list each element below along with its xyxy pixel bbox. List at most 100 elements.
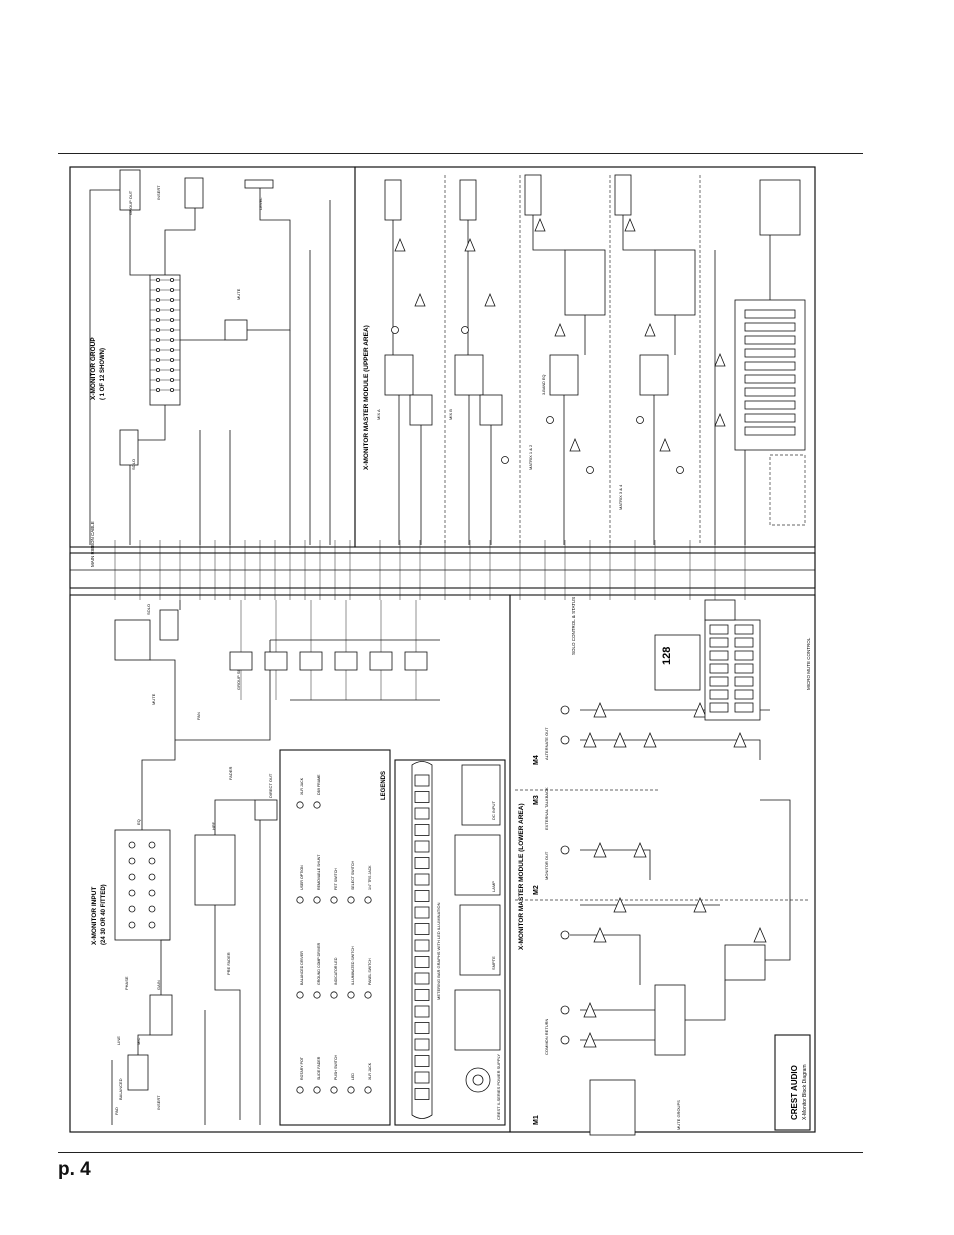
amp-triangle-icon: [583, 1001, 597, 1018]
lower-amplifiers: [560, 701, 767, 1048]
input-gain-label: GAIN: [156, 980, 161, 990]
master-upper-frame: [354, 166, 816, 548]
matrix-source-cells: [744, 309, 796, 436]
matrix34-eq-block: [639, 354, 669, 396]
amp-triangle-icon: [583, 1031, 597, 1048]
input-eq-knobs: [128, 841, 156, 929]
meter-segment: [414, 824, 430, 836]
group-insert-jack: [184, 177, 204, 209]
eq-knob-icon: [148, 889, 156, 897]
brand-logo: CREST AUDIO: [790, 1065, 799, 1120]
eq-knob-icon: [128, 857, 136, 865]
master-lower-frame: [509, 594, 816, 1133]
input-eq-label: EQ: [136, 819, 141, 825]
amp-triangle-icon: [633, 841, 647, 858]
legend-symbol-icon: [313, 1086, 321, 1094]
group-sends-label: GROUP SENDS: [236, 660, 241, 690]
group-level-label: LEVEL: [258, 197, 263, 210]
eq-knob-icon: [128, 921, 136, 929]
ribbon-bus-frame: [69, 552, 816, 589]
input-mute-control: [159, 609, 179, 641]
dc-input-block: [461, 764, 501, 826]
ribbon-bus-label: MAIN RIBBON CABLE: [90, 521, 95, 567]
matrix34-controller: [654, 249, 696, 316]
legend-symbol-icon: [313, 801, 321, 809]
mute-group-button: [709, 689, 729, 700]
input-fader-label: FADER: [228, 767, 233, 780]
ladder-node-icon: [155, 317, 160, 322]
amp-triangle-icon: [714, 412, 726, 427]
ladder-node-icon: [169, 327, 174, 332]
ladder-node-icon: [155, 327, 160, 332]
ladder-node-icon: [169, 307, 174, 312]
mute-group-button: [709, 702, 729, 713]
matrix34-xlr: [614, 174, 632, 216]
legend-item-label: INDICATOR LED: [334, 957, 338, 985]
ladder-node-icon: [169, 377, 174, 382]
mute-group-button: [734, 702, 754, 713]
legend-symbol-icon: [313, 896, 321, 904]
amp-triangle-icon: [534, 217, 546, 232]
legend-item-label: USER OPTION: [300, 865, 304, 890]
meter-power-frame: [394, 759, 506, 1126]
mute-group-button: [709, 663, 729, 674]
solo-controller-block: [654, 984, 686, 1056]
mute-button-grid: [709, 624, 754, 713]
legend-symbol-icon: [296, 1086, 304, 1094]
legend-item-label: PANEL SWITCH: [368, 958, 372, 985]
ladder-node-icon: [169, 387, 174, 392]
meter-segment: [414, 956, 430, 968]
meter-segment: [414, 807, 430, 820]
meter-segment: [414, 1022, 430, 1034]
mute-group-button: [734, 663, 754, 674]
eq-knob-icon: [128, 873, 136, 881]
group-solo-block: [119, 429, 139, 466]
ladder-node-icon: [155, 367, 160, 372]
matrix-cell: [744, 374, 796, 384]
eq-knob-icon: [148, 841, 156, 849]
amp-triangle-icon: [693, 701, 707, 718]
group-out-label: GROUP OUT: [128, 190, 133, 215]
ribbon-bus: MAIN RIBBON CABLE: [70, 521, 815, 571]
input-solo-label: SOLO: [146, 604, 151, 615]
matrix12-eq-block: [549, 354, 579, 396]
matrix-cell: [744, 322, 796, 332]
pot-icon: [676, 466, 684, 474]
master-lower-title: X-MONITOR MASTER MODULE (LOWER AREA): [518, 803, 525, 950]
amp-triangle-icon: [644, 322, 656, 337]
power-connector-icon: [465, 1067, 491, 1093]
legend-symbol-icon: [347, 1086, 355, 1094]
ladder-node-icon: [169, 297, 174, 302]
meter-segment: [414, 906, 430, 919]
matrix-cell: [744, 335, 796, 345]
page-number: p. 4: [58, 1159, 91, 1180]
meter-segment: [414, 1005, 430, 1018]
group-send-block: [369, 651, 393, 671]
input-hpf-label: HPF: [211, 821, 216, 830]
input-module-subtitle: (24 30 OR 40 FITTED): [101, 884, 107, 945]
legend-item-label: ROTARY POT: [300, 1056, 304, 1080]
group-send-block: [404, 651, 428, 671]
micro-mute-title: MICRO MUTE CONTROL: [806, 637, 811, 690]
amp-triangle-icon: [593, 926, 607, 943]
amp-triangle-icon: [613, 896, 627, 913]
metering-note: METERING BAR GRAPHS WITH LED ILLUMINATIO…: [436, 902, 441, 1000]
legend-symbol-icon: [296, 991, 304, 999]
legend-item-label: BALANCED DRIVER: [300, 951, 304, 985]
talkback-block: [724, 944, 766, 981]
amp-triangle-icon: [583, 731, 597, 748]
legend-symbol-icon: [364, 1086, 372, 1094]
mute-group-button: [734, 637, 754, 648]
group-pan-pots: [229, 600, 428, 700]
ladder-node-icon: [155, 377, 160, 382]
matrix-cell: [744, 309, 796, 319]
ladder-node-icon: [169, 337, 174, 342]
pot-icon: [391, 326, 399, 334]
meter-segment: [414, 1071, 430, 1084]
mix-a-label: MIX A: [376, 409, 381, 420]
dc-input-label: DC INPUT: [491, 801, 496, 820]
common-return-label: COMMON RETURN: [544, 1018, 549, 1055]
matrix34-label: MATRIX 3 & 4: [618, 484, 623, 510]
legend-item-label: SELECT SWITCH: [351, 861, 355, 890]
